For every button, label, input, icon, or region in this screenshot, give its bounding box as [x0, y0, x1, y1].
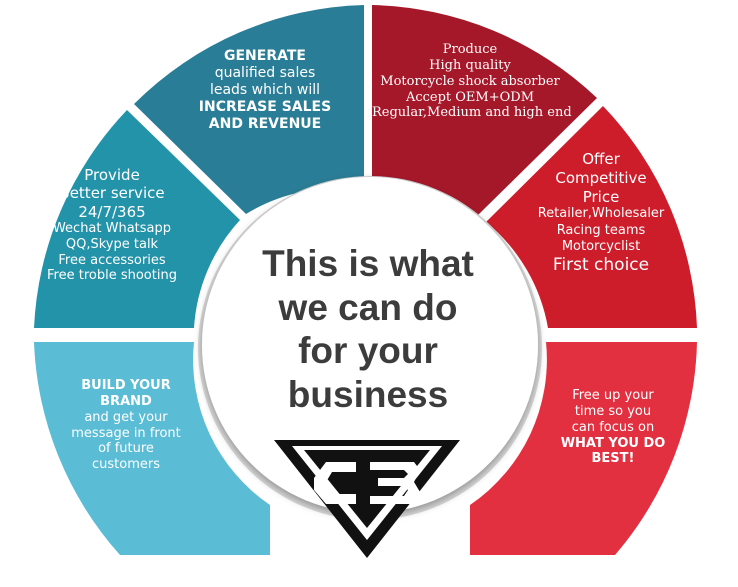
produce-line-3: Motorcycle shock absorber — [380, 73, 560, 89]
provide-line-2: Better service — [59, 184, 165, 203]
brand-line-6: customers — [92, 457, 160, 473]
free-line-3: can focus on — [571, 419, 655, 435]
brand-line-1: BUILD YOUR — [81, 378, 171, 393]
brand-line-5: of future — [98, 441, 154, 457]
generate-line-5: AND REVENUE — [208, 116, 322, 133]
free-line-4: WHAT YOU DO — [560, 435, 666, 451]
offer-line-1: Offer — [582, 150, 620, 168]
center-title-line-4: business — [287, 373, 449, 415]
provide-text: Provide Better service 24/7/365 Wechat W… — [32, 166, 192, 284]
free-text: Free up your time so you can focus on WH… — [548, 388, 678, 467]
free-line-2: time so you — [574, 403, 652, 419]
generate-line-4: INCREASE SALES — [198, 99, 332, 116]
offer-text: Offer Competitive Price Retailer,Wholesa… — [531, 150, 671, 276]
produce-text: Produce High quality Motorcycle shock ab… — [372, 42, 572, 121]
offer-line-5: Racing teams — [556, 222, 646, 238]
segment-free — [470, 342, 697, 555]
cb-logo — [274, 440, 460, 558]
offer-line-6: Motorcyclist — [561, 238, 641, 254]
segment-brand — [34, 342, 270, 555]
center-disc — [202, 177, 538, 513]
provide-line-3: 24/7/365 — [78, 202, 146, 221]
segment-provide — [34, 110, 240, 328]
produce-line-1: Produce — [442, 42, 498, 57]
brand-line-3: and get your — [84, 409, 168, 425]
brand-text: BUILD YOUR BRAND and get your message in… — [56, 378, 196, 473]
segment-offer — [486, 106, 697, 328]
produce-line-4: Accept OEM+ODM — [405, 89, 535, 105]
center-title-line-2: we can do — [278, 286, 458, 328]
produce-line-2: High quality — [429, 57, 511, 73]
generate-line-2: qualified sales — [214, 65, 316, 82]
brand-line-2: BRAND — [100, 393, 152, 409]
center-title: This is what we can do for your business — [240, 242, 496, 417]
offer-line-4: Retailer,Wholesaler — [537, 206, 665, 222]
provide-line-7: Free troble shooting — [47, 268, 177, 284]
free-line-5: BEST! — [591, 451, 635, 467]
segment-generate — [134, 5, 364, 214]
offer-line-3: Price — [582, 187, 620, 206]
provide-line-4: Wechat Whatsapp — [52, 220, 172, 236]
brand-line-4: message in front — [71, 425, 181, 441]
produce-line-5: Regular,Medium and high end — [372, 105, 572, 121]
provide-line-5: QQ,Skype talk — [65, 236, 159, 252]
center-title-line-3: for your — [298, 330, 438, 372]
free-line-1: Free up your — [572, 388, 654, 403]
generate-line-1: GENERATE — [224, 48, 306, 64]
provide-line-6: Free accessories — [58, 252, 166, 268]
generate-line-3: leads which will — [209, 82, 321, 99]
segment-produce — [372, 5, 597, 215]
offer-line-7: First choice — [552, 255, 650, 275]
offer-line-2: Competitive — [555, 168, 647, 187]
provide-line-1: Provide — [84, 166, 140, 184]
center-title-line-1: This is what — [262, 243, 474, 284]
generate-text: GENERATE qualified sales leads which wil… — [190, 48, 340, 133]
